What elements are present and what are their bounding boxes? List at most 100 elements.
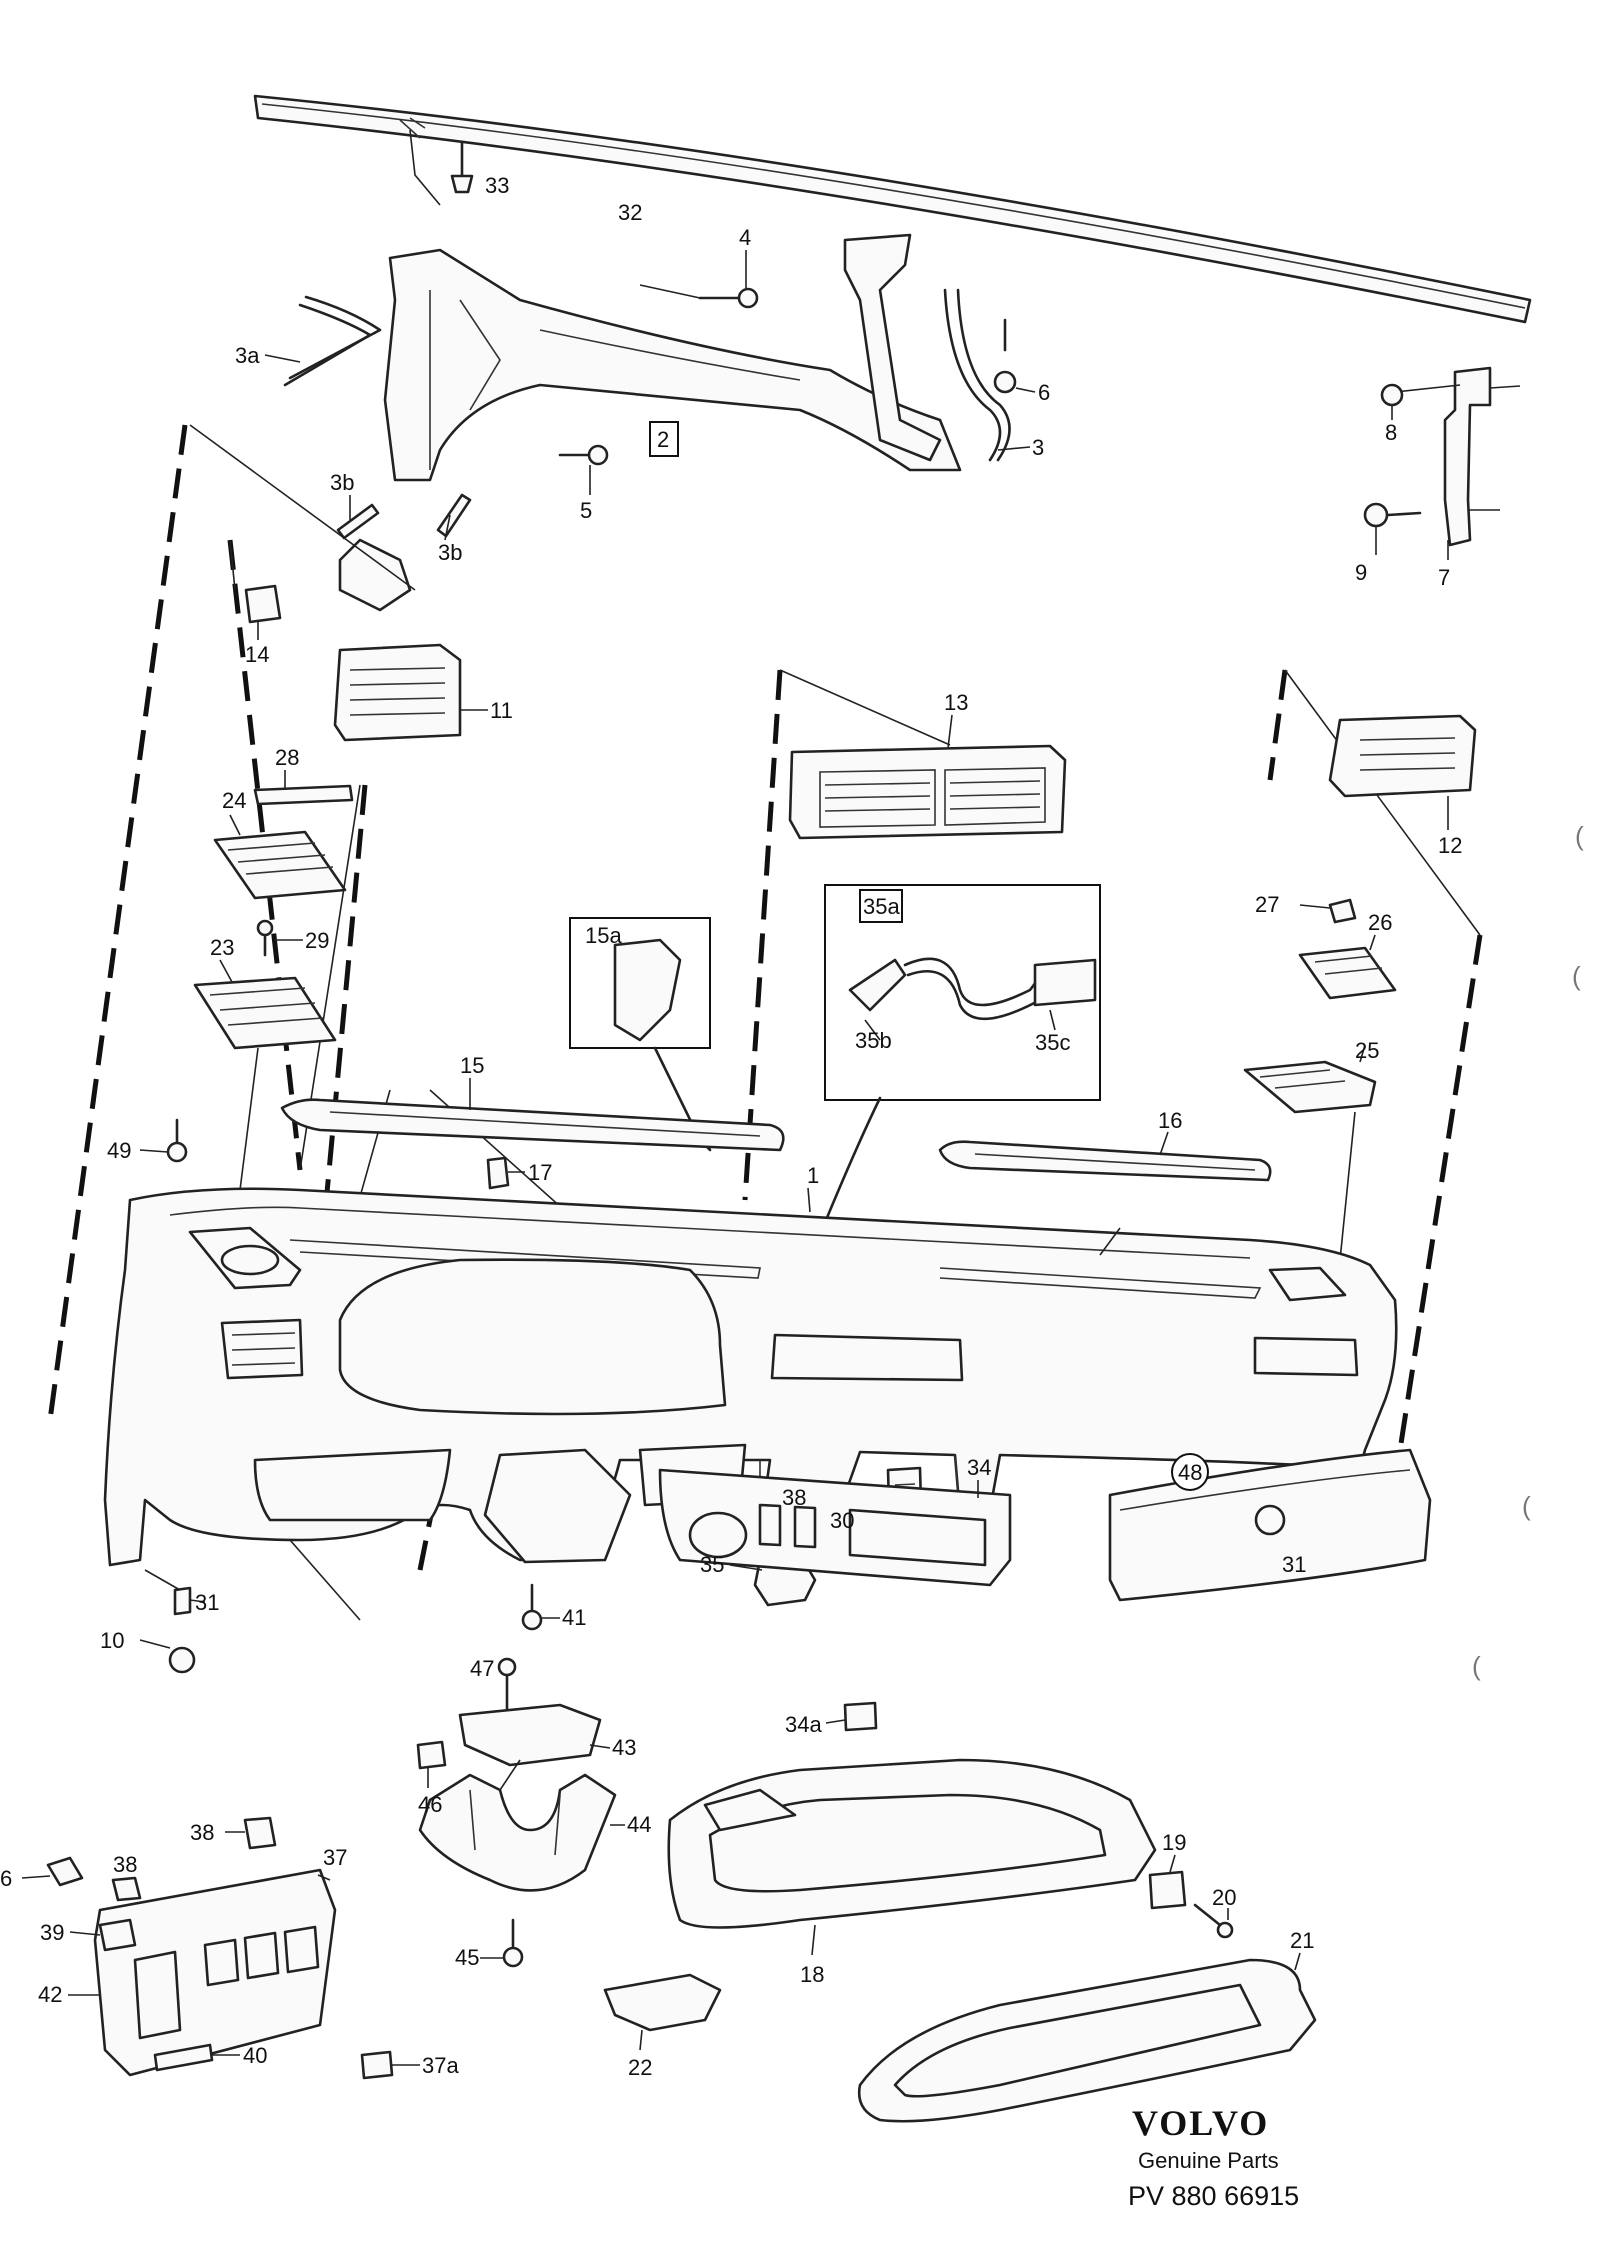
part-3b-pins bbox=[336, 493, 472, 541]
label-4: 4 bbox=[739, 225, 751, 250]
part-13-vent-center bbox=[788, 714, 1067, 840]
label-37: 37 bbox=[323, 1845, 347, 1870]
part-14-bracket bbox=[244, 584, 282, 640]
label-3a: 3a bbox=[235, 343, 260, 368]
part-7-bracket bbox=[1394, 366, 1521, 560]
svg-text:(: ( bbox=[1522, 1491, 1531, 1521]
part-3a-rod bbox=[264, 295, 382, 387]
label-30: 30 bbox=[830, 1508, 854, 1533]
label-15: 15 bbox=[460, 1053, 484, 1078]
label-26: 26 bbox=[1368, 910, 1392, 935]
part-2-cross-member bbox=[338, 233, 962, 612]
part-37-switch-panel bbox=[93, 1868, 337, 2077]
part-15-defroster-strip bbox=[280, 1078, 785, 1152]
label-3b-left: 3b bbox=[330, 470, 354, 495]
label-19: 19 bbox=[1162, 1830, 1186, 1855]
brand-tagline: Genuine Parts bbox=[1138, 2148, 1279, 2173]
label-37a: 37a bbox=[422, 2053, 459, 2078]
part-6-screw-top bbox=[993, 318, 1036, 394]
label-48: 48 bbox=[1178, 1460, 1202, 1485]
svg-text:(: ( bbox=[1472, 1651, 1481, 1681]
label-42: 42 bbox=[38, 1982, 62, 2007]
part-27-clip bbox=[1299, 898, 1357, 924]
part-46-clip bbox=[416, 1740, 447, 1788]
label-16: 16 bbox=[1158, 1108, 1182, 1133]
part-44-steering-shroud bbox=[418, 1759, 625, 1892]
label-24: 24 bbox=[222, 788, 246, 813]
part-33-clip bbox=[409, 129, 474, 206]
part-labels: 1 2 3 3a 3b 3b 4 5 6 6 7 8 9 10 11 12 13… bbox=[0, 173, 1462, 2080]
part-11-vent-left bbox=[333, 643, 488, 742]
part-9-screw bbox=[1363, 502, 1422, 555]
label-17: 17 bbox=[528, 1160, 552, 1185]
part-34-switch-panel bbox=[658, 1468, 1012, 1587]
part-18-instrument-hood bbox=[667, 1758, 1157, 1956]
detail-box-15a bbox=[569, 917, 712, 1152]
label-5: 5 bbox=[580, 498, 592, 523]
label-6-top: 6 bbox=[1038, 380, 1050, 405]
part-3-rod bbox=[943, 288, 1031, 462]
margin-marks: ( ( ( ( bbox=[1472, 821, 1584, 1681]
part-49-fastener bbox=[139, 1118, 188, 1163]
label-35c: 35c bbox=[1035, 1030, 1070, 1055]
label-20: 20 bbox=[1212, 1885, 1236, 1910]
part-23-grille bbox=[193, 959, 337, 1191]
part-17-clip bbox=[486, 1156, 525, 1190]
part-19-bracket bbox=[1148, 1854, 1187, 1910]
label-2: 2 bbox=[657, 427, 669, 452]
volvo-logo: VOLVO bbox=[1132, 2103, 1269, 2143]
label-12: 12 bbox=[1438, 833, 1462, 858]
part-43-bracket bbox=[458, 1703, 611, 1767]
label-33: 33 bbox=[485, 173, 509, 198]
detail-box-35a bbox=[768, 884, 1101, 1362]
part-40-cover bbox=[153, 2043, 240, 2072]
label-9: 9 bbox=[1355, 560, 1367, 585]
part-24-grille bbox=[213, 814, 347, 900]
label-40: 40 bbox=[243, 2043, 267, 2068]
label-3b-right: 3b bbox=[438, 540, 462, 565]
part-8-screw bbox=[1380, 383, 1404, 420]
part-38-clip-left bbox=[111, 1876, 142, 1902]
part-12-vent-right bbox=[1328, 714, 1477, 830]
label-8: 8 bbox=[1385, 420, 1397, 445]
label-1: 1 bbox=[807, 1163, 819, 1188]
part-47-screw bbox=[497, 1657, 517, 1712]
label-38-left: 38 bbox=[113, 1852, 137, 1877]
label-47: 47 bbox=[470, 1656, 494, 1681]
label-21: 21 bbox=[1290, 1928, 1314, 1953]
label-39: 39 bbox=[40, 1920, 64, 1945]
label-23: 23 bbox=[210, 935, 234, 960]
part-20-screw bbox=[1193, 1903, 1234, 1939]
part-22-bracket bbox=[603, 1973, 722, 2051]
part-32-trim-strip bbox=[253, 94, 1532, 324]
part-16-defroster-strip bbox=[938, 1131, 1272, 1182]
part-6-bulb-bottom bbox=[21, 1856, 84, 1887]
label-11: 11 bbox=[490, 698, 513, 723]
label-22: 22 bbox=[628, 2055, 652, 2080]
part-4-screw bbox=[639, 250, 759, 309]
part-34a-cover bbox=[825, 1701, 878, 1732]
part-10-fastener bbox=[139, 1639, 196, 1674]
label-35a: 35a bbox=[863, 894, 900, 919]
part-1-dashboard bbox=[103, 1187, 1398, 1567]
label-15a: 15a bbox=[585, 923, 622, 948]
part-28-clip-strip bbox=[253, 770, 354, 806]
label-7: 7 bbox=[1438, 565, 1450, 590]
part-45-screw bbox=[480, 1918, 524, 1968]
label-43: 43 bbox=[612, 1735, 636, 1760]
label-28: 28 bbox=[275, 745, 299, 770]
part-41-screw bbox=[521, 1583, 560, 1631]
label-14: 14 bbox=[245, 642, 269, 667]
part-29-screw bbox=[256, 919, 303, 957]
label-29: 29 bbox=[305, 928, 329, 953]
part-26-grille bbox=[1298, 934, 1397, 1000]
part-31-screw-left bbox=[144, 1569, 206, 1616]
label-3: 3 bbox=[1032, 435, 1044, 460]
part-5-screw bbox=[558, 444, 609, 495]
label-44: 44 bbox=[627, 1812, 651, 1837]
label-46: 46 bbox=[418, 1792, 442, 1817]
svg-text:(: ( bbox=[1575, 821, 1584, 851]
label-45: 45 bbox=[455, 1945, 479, 1970]
part-25-grille bbox=[1243, 1044, 1377, 1261]
